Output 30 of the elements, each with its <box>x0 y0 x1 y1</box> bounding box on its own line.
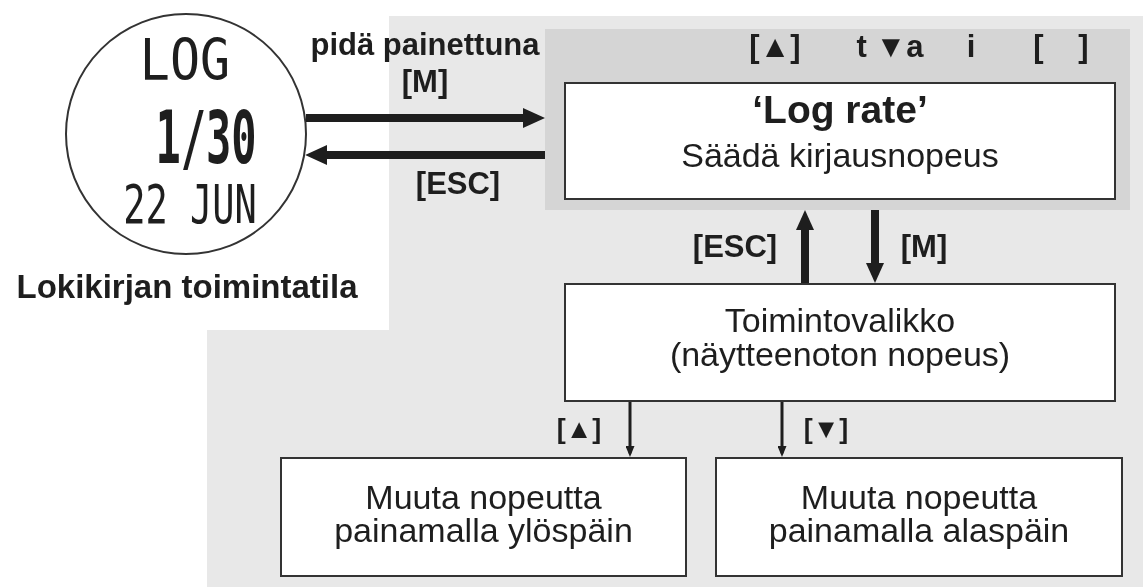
edge-label: [ESC] <box>692 230 778 262</box>
edge-label: [▼] <box>803 415 849 443</box>
box-text: Toimintovalikko (näytteenoton nopeus) <box>668 302 1012 371</box>
process-box <box>564 283 1116 402</box>
process-box <box>715 457 1123 577</box>
lcd-text: 22 JUN <box>123 178 257 232</box>
box-text: Säädä kirjausnopeus <box>681 136 999 174</box>
arrow <box>305 145 545 165</box>
arrow <box>305 108 545 128</box>
edge-label: [ESC] <box>415 167 501 199</box>
box-text: Muuta nopeutta painamalla ylöspäin <box>333 481 634 547</box>
mode-caption: Lokikirjan toimintatila <box>16 269 358 303</box>
key-label: i <box>966 30 976 62</box>
arrow <box>625 402 635 457</box>
edge-label: [M] <box>900 230 948 262</box>
key-label: [▲] <box>749 30 801 62</box>
box-title: ‘Log rate’ <box>752 88 928 132</box>
key-label: t ▼a <box>856 30 924 62</box>
edge-label: [▲] <box>556 415 602 443</box>
box-text: Muuta nopeutta painamalla alaspäin <box>767 481 1071 547</box>
edge-label: pidä painettuna [M] <box>309 26 541 100</box>
header-band <box>545 29 1130 210</box>
arrow <box>777 402 787 457</box>
lcd-text: 1/30 <box>155 101 257 175</box>
arrow <box>796 210 814 283</box>
lcd-text: LOG <box>139 31 231 89</box>
process-box <box>280 457 687 577</box>
key-label: [ ] <box>1033 30 1089 62</box>
process-box <box>564 82 1116 200</box>
arrow <box>866 210 884 283</box>
